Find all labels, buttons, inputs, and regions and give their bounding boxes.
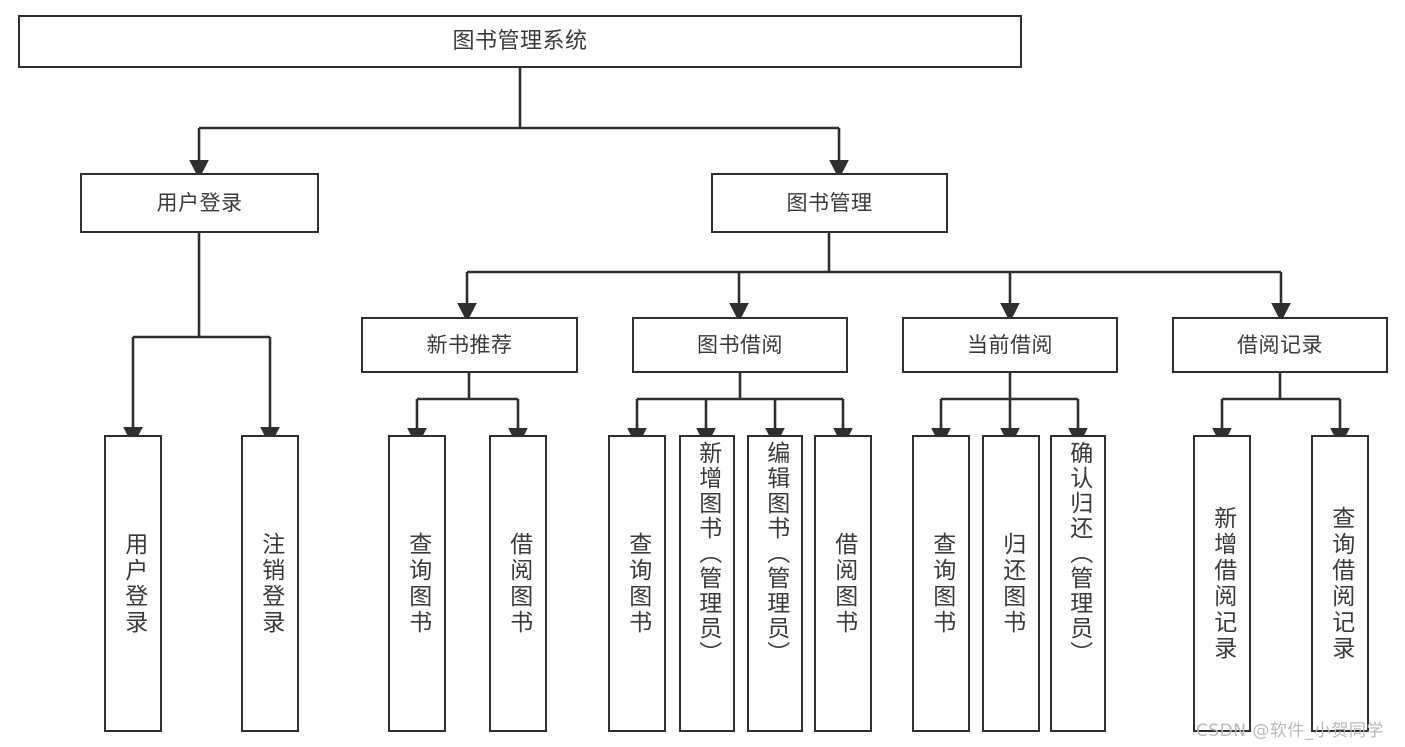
node-root-system[interactable]: 图书管理系统 — [18, 15, 1022, 68]
leaf-borrow-add-book-admin[interactable]: 新增图书（管理员） — [679, 435, 735, 732]
node-label: 借阅图书 — [505, 531, 532, 636]
leaf-recommend-borrow-book[interactable]: 借阅图书 — [489, 435, 547, 732]
leaf-borrow-borrow-book[interactable]: 借阅图书 — [814, 435, 872, 732]
node-label: 查询借阅记录 — [1327, 505, 1354, 662]
node-label: 新书推荐 — [426, 332, 513, 357]
node-new-book-recommend[interactable]: 新书推荐 — [361, 317, 578, 373]
node-label: 图书管理系统 — [452, 28, 588, 54]
leaf-borrow-edit-book-admin[interactable]: 编辑图书（管理员） — [747, 435, 803, 732]
node-label: 图书借阅 — [697, 332, 783, 357]
leaf-user-login[interactable]: 用户登录 — [104, 435, 162, 732]
node-current-borrow[interactable]: 当前借阅 — [902, 317, 1118, 373]
node-label: 注销登录 — [257, 531, 284, 636]
leaf-user-logout[interactable]: 注销登录 — [241, 435, 299, 732]
leaf-current-return-book[interactable]: 归还图书 — [982, 435, 1040, 732]
node-label: 图书管理 — [786, 190, 873, 215]
node-label: 编辑图书（管理员） — [762, 441, 789, 666]
node-label: 用户登录 — [156, 190, 243, 215]
node-label: 查询图书 — [404, 531, 431, 636]
leaf-borrow-query-book[interactable]: 查询图书 — [608, 435, 666, 732]
node-label: 新增图书（管理员） — [694, 441, 721, 666]
node-label: 借阅记录 — [1237, 332, 1323, 357]
node-label: 当前借阅 — [967, 332, 1053, 357]
node-label: 新增借阅记录 — [1209, 505, 1236, 662]
node-book-borrow[interactable]: 图书借阅 — [632, 317, 848, 373]
node-book-management[interactable]: 图书管理 — [711, 173, 948, 233]
leaf-record-add-borrow-record[interactable]: 新增借阅记录 — [1193, 435, 1251, 732]
watermark-text: CSDN @软件_小贺同学 — [1196, 721, 1384, 741]
leaf-current-confirm-return-admin[interactable]: 确认归还（管理员） — [1050, 435, 1106, 732]
node-borrow-record[interactable]: 借阅记录 — [1172, 317, 1388, 373]
node-label: 借阅图书 — [830, 531, 857, 636]
node-label: 归还图书 — [998, 531, 1025, 636]
node-user-login[interactable]: 用户登录 — [80, 173, 319, 233]
node-label: 用户登录 — [120, 531, 147, 636]
node-label: 查询图书 — [624, 531, 651, 636]
leaf-current-query-book[interactable]: 查询图书 — [912, 435, 970, 732]
leaf-recommend-query-book[interactable]: 查询图书 — [388, 435, 446, 732]
leaf-record-query-borrow-record[interactable]: 查询借阅记录 — [1311, 435, 1369, 732]
node-label: 确认归还（管理员） — [1065, 441, 1092, 666]
node-label: 查询图书 — [928, 531, 955, 636]
